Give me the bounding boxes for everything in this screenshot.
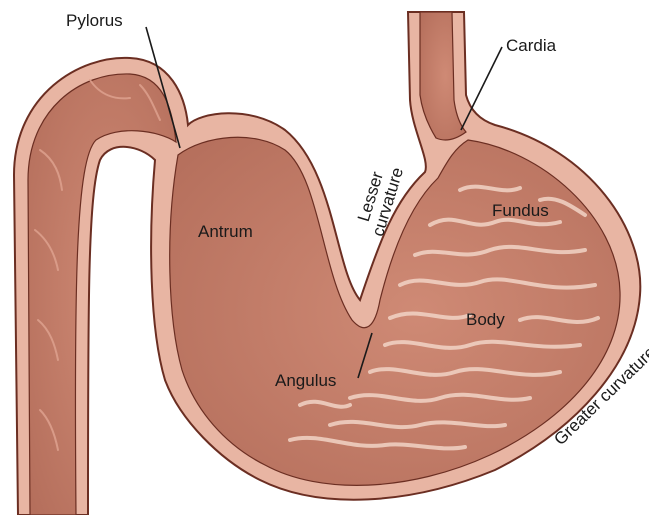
angulus-label: Angulus [275, 372, 336, 389]
antrum-label: Antrum [198, 223, 253, 240]
body-label: Body [466, 311, 505, 328]
fundus-label: Fundus [492, 202, 549, 219]
cardia-label: Cardia [506, 37, 556, 54]
pylorus-label: Pylorus [66, 12, 123, 29]
